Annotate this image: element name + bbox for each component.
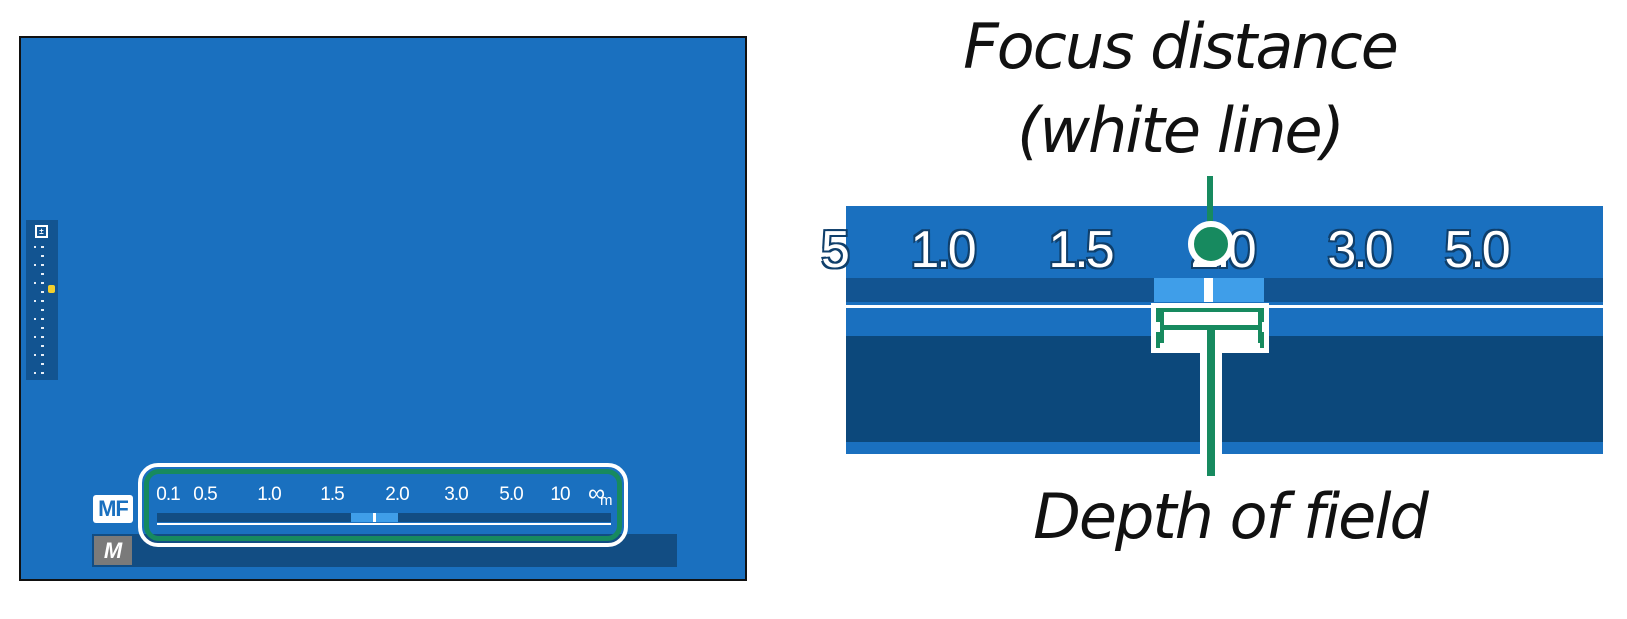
enlarged-distance-label: 1.0: [910, 221, 976, 279]
enlarged-distance-label: 1.5: [1048, 221, 1114, 279]
dof-callout-line: [1207, 330, 1215, 476]
distance-label: 10: [550, 484, 570, 505]
exposure-indicator: ±: [26, 220, 58, 380]
dof-bracket-left: [1160, 312, 1164, 343]
infinity-icon: ∞: [588, 480, 606, 507]
distance-unit: m: [600, 492, 613, 509]
distance-label: 5.0: [499, 484, 523, 505]
enlarged-distance-label: 3.0: [1327, 221, 1393, 279]
focus-distance-caption: Focus distance: [963, 10, 1399, 83]
focus-callout-dot: [1188, 221, 1234, 267]
enlarged-dark-band: [846, 336, 1603, 442]
focus-distance-caption-note: (white line): [1017, 94, 1345, 167]
exposure-mode-badge: M: [94, 536, 132, 565]
manual-focus-badge: MF: [93, 495, 133, 523]
enlarged-focus-line: [1204, 278, 1213, 302]
distance-label: 0.5: [193, 484, 217, 505]
distance-label: 1.5: [320, 484, 344, 505]
exposure-scale: [41, 246, 44, 374]
distance-label: 0.1: [156, 484, 180, 505]
distance-baseline: [157, 523, 611, 525]
distance-label: 3.0: [444, 484, 468, 505]
focus-distance-line: [373, 513, 376, 522]
distance-label: 1.0: [257, 484, 281, 505]
depth-of-field-caption: Depth of field: [1033, 480, 1429, 553]
exposure-compensation-icon: ±: [35, 225, 48, 238]
distance-scale: 0.1 0.5 1.0 1.5 2.0 3.0 5.0 10 ∞ m: [151, 480, 613, 530]
enlarged-distance-label: 5.0: [1444, 221, 1510, 279]
exposure-scale-major-ticks: [34, 246, 36, 374]
focus-callout-line: [1207, 176, 1213, 222]
camera-screen: ± MF M 0.1 0.5 1.0 1.5 2.0 3.0 5.0 10 ∞ …: [19, 36, 747, 581]
highlight-inner-ring: [144, 469, 622, 541]
enlarged-distance-label: 5: [821, 221, 850, 279]
dof-bracket-crossbar: [1160, 325, 1262, 330]
dof-bracket-right: [1258, 312, 1262, 343]
distance-indicator-highlight: [138, 463, 628, 547]
exposure-marker: [48, 285, 55, 293]
distance-label: 2.0: [385, 484, 409, 505]
